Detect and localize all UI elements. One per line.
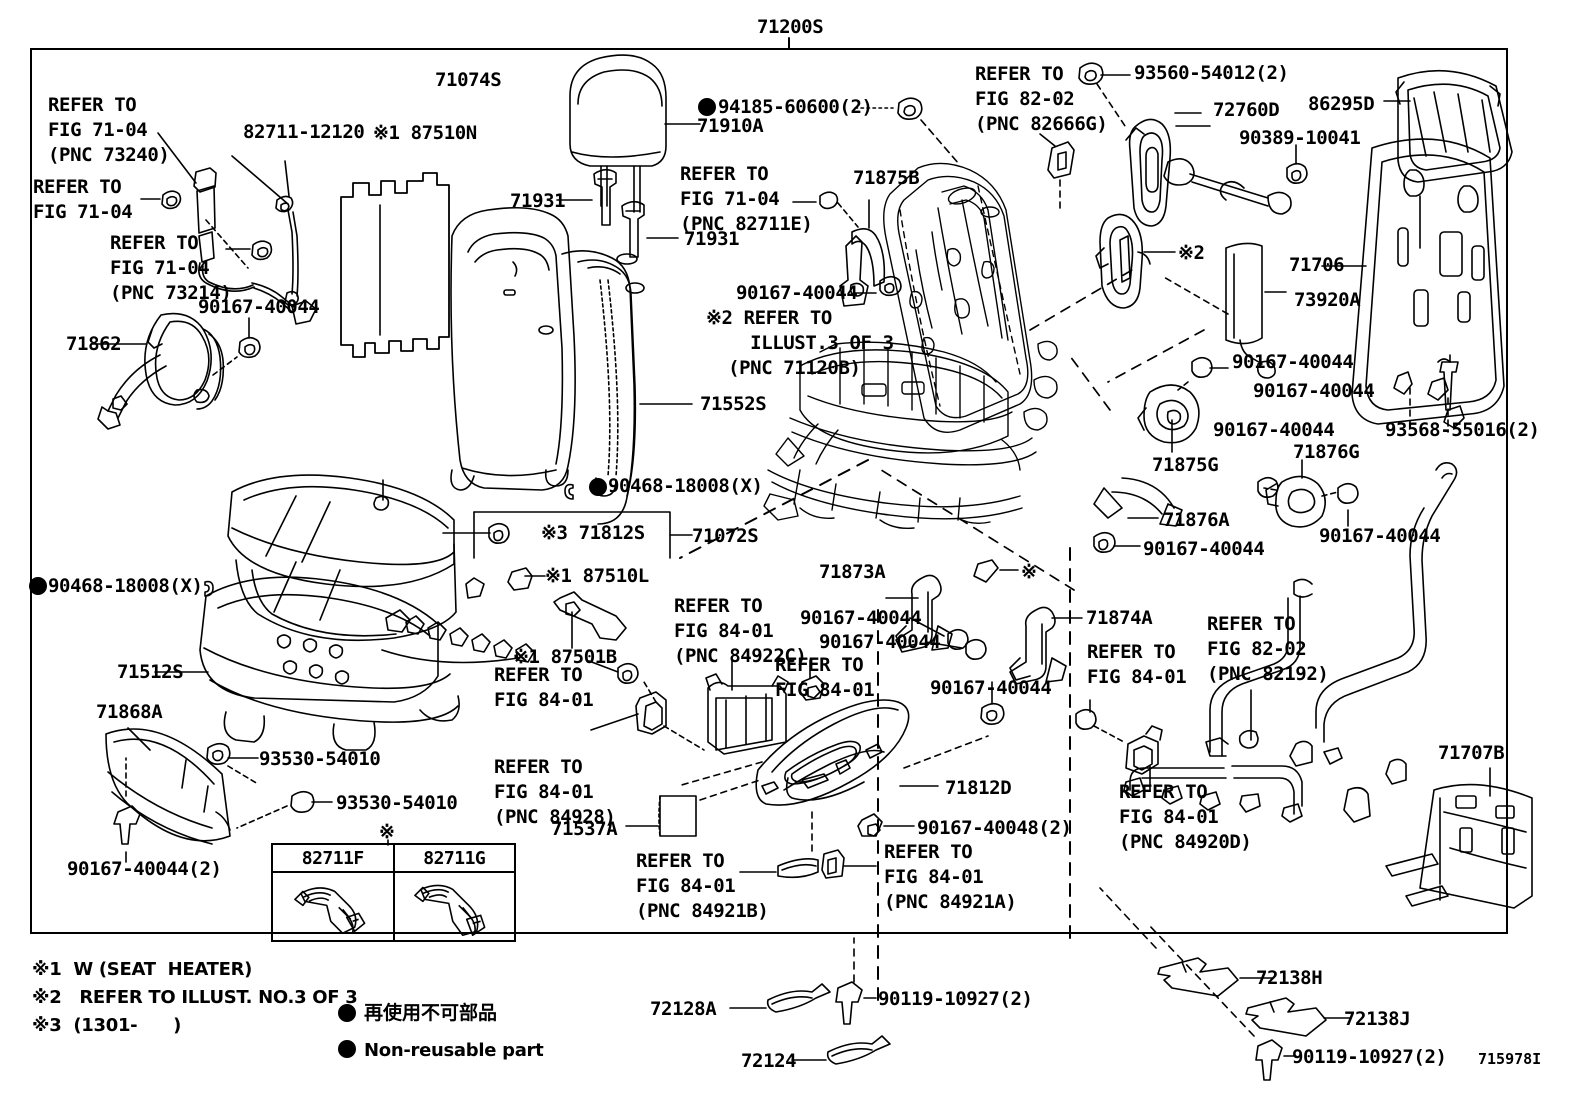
label-71931-b: 71931 (684, 228, 740, 250)
label-71868A: 71868A (96, 701, 163, 723)
label-90167-40044-r5: 90167-40044 (1319, 525, 1441, 547)
label-71552S: 71552S (700, 393, 767, 415)
label-90167-40044-r2: 90167-40044 (1253, 380, 1375, 402)
label-star-mid: ※ (1021, 561, 1037, 583)
label-star2-mid: ※2 (1178, 242, 1205, 264)
label-90167-40044-c1: 90167-40044 (800, 607, 922, 629)
label-refer-fig7104-73214: REFER TO FIG 71-04 (PNC 73214) (110, 232, 232, 304)
label-71512S: 71512S (117, 661, 184, 683)
footnote-3: ※3 (1301- ) (32, 1015, 182, 1036)
label-main-assembly: 71200S (757, 16, 824, 38)
label-71862: 71862 (66, 333, 122, 355)
label-90167-40044-back: 90167-40044 (736, 282, 858, 304)
legend-japanese: 再使用不可部品 (364, 1002, 498, 1024)
variant-col-header-1: 82711G (423, 847, 486, 869)
label-refer-fig7104-73240: REFER TO FIG 71-04 (PNC 73240) (48, 94, 170, 166)
label-90167-40048: 90167-40048(2) (917, 817, 1072, 839)
label-90468-18008-left: 90468-18008(X) (48, 575, 203, 597)
label-refer-fig8401-84922C: REFER TO FIG 84-01 (PNC 84922C) (674, 595, 807, 667)
label-72138H: 72138H (1256, 967, 1323, 989)
label-94185-60600: 94185-60600(2) (718, 96, 873, 118)
label-refer-fig8401-84928: REFER TO FIG 84-01 (PNC 84928) (494, 756, 616, 828)
label-71812D: 71812D (945, 777, 1012, 799)
label-illust-3of3: ※2 REFER TO ILLUST.3 OF 3 (PNC 71120B) (706, 307, 894, 379)
label-90167-40044-switch: 90167-40044 (930, 677, 1052, 699)
label-90167-40044-2: 90167-40044(2) (67, 858, 222, 880)
label-90167-40044-r3: 90167-40044 (1213, 419, 1335, 441)
label-87510N: ※1 87510N (373, 122, 477, 144)
footnote-1: ※1 W (SEAT HEATER) (32, 959, 253, 980)
label-90167-40044-left: 90167-40044 (198, 296, 320, 318)
label-93560-54012: 93560-54012(2) (1134, 62, 1289, 84)
label-refer-fig8401-c: REFER TO FIG 84-01 (1087, 641, 1187, 688)
label-71074S: 71074S (435, 69, 502, 91)
label-71875B: 71875B (853, 167, 920, 189)
variant-table: 82711F 82711G (271, 843, 516, 942)
label-71707B: 71707B (1438, 742, 1505, 764)
clip-icon-82711F (294, 887, 366, 935)
label-71873A: 71873A (819, 561, 886, 583)
label-72760D: 72760D (1213, 99, 1280, 121)
label-refer-fig8401-84921B: REFER TO FIG 84-01 (PNC 84921B) (636, 850, 769, 922)
variant-col-header-0: 82711F (273, 845, 395, 872)
label-refer-fig7104-82711E: REFER TO FIG 71-04 (PNC 82711E) (680, 163, 813, 235)
label-71072S: 71072S (692, 525, 759, 547)
label-71537A: 71537A (551, 818, 618, 840)
label-87510L: ※1 87510L (545, 565, 649, 587)
label-71706: 71706 (1289, 254, 1345, 276)
label-90468-18008-mid: 90468-18008(X) (608, 475, 763, 497)
label-refer-fig8401-84921A: REFER TO FIG 84-01 (PNC 84921A) (884, 841, 1017, 913)
label-refer-fig8401-84920D: REFER TO FIG 84-01 (PNC 84920D) (1119, 781, 1252, 853)
label-93530-54010-b: 93530-54010 (336, 792, 458, 814)
label-refer-fig8202-82192: REFER TO FIG 82-02 (PNC 82192) (1207, 613, 1329, 685)
label-93568-55016: 93568-55016(2) (1385, 419, 1540, 441)
label-86295D: 86295D (1308, 93, 1375, 115)
label-90389-10041: 90389-10041 (1239, 127, 1361, 149)
diagram-frame-border (30, 48, 1508, 934)
footnote-2: ※2 REFER TO ILLUST. NO.3 OF 3 (32, 987, 358, 1008)
label-93530-54010-a: 93530-54010 (259, 748, 381, 770)
label-71875G: 71875G (1152, 454, 1219, 476)
label-refer-fig8202-82666G: REFER TO FIG 82-02 (PNC 82666G) (975, 63, 1108, 135)
label-90167-40044-c2: 90167-40044 (819, 631, 941, 653)
label-73920A: 73920A (1294, 289, 1361, 311)
legend-english: Non-reusable part (364, 1040, 544, 1061)
label-90167-40044-r4: 90167-40044 (1143, 538, 1265, 560)
label-90167-40044-r1: 90167-40044 (1232, 351, 1354, 373)
variant-cell-0 (273, 873, 395, 940)
label-71910A: 71910A (697, 115, 764, 137)
label-72138J: 72138J (1344, 1008, 1411, 1030)
label-87501B: ※1 87501B (513, 646, 617, 668)
label-71876A: 71876A (1163, 509, 1230, 531)
label-72128A: 72128A (650, 998, 717, 1020)
label-71876G: 71876G (1293, 441, 1360, 463)
clip-icon-82711G (413, 884, 485, 937)
label-figure-number: 715978I (1478, 1050, 1542, 1068)
label-71931-a: 71931 (510, 190, 566, 212)
label-refer-fig8401-b: REFER TO FIG 84-01 (775, 654, 875, 701)
label-90119-10927-b: 90119-10927(2) (1292, 1046, 1447, 1068)
variant-cell-1 (395, 873, 515, 940)
variant-table-star: ※ (379, 821, 395, 843)
label-90119-10927-a: 90119-10927(2) (878, 988, 1033, 1010)
label-71812S: ※3 71812S (541, 522, 645, 544)
label-82711-12120: 82711-12120 (243, 121, 365, 143)
label-refer-fig8401-a: REFER TO FIG 84-01 (494, 664, 594, 711)
label-72124: 72124 (741, 1050, 797, 1072)
label-71874A: 71874A (1086, 607, 1153, 629)
label-refer-fig7104-a: REFER TO FIG 71-04 (33, 176, 133, 223)
